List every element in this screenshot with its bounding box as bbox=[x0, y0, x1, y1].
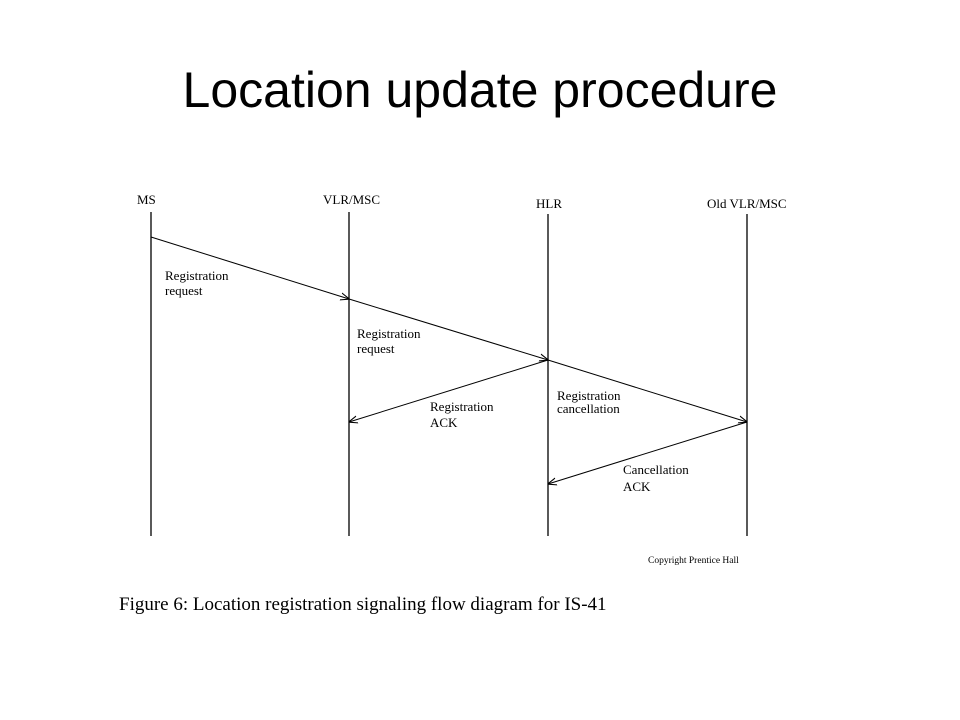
lane-label-hlr: HLR bbox=[536, 196, 562, 211]
message-arrow-cancellation-ack bbox=[548, 421, 748, 484]
message-label-registration-request-1: Registration request bbox=[165, 268, 232, 298]
figure-caption: Figure 6: Location registration signalin… bbox=[119, 594, 607, 615]
message-arrow-registration-ack bbox=[349, 359, 549, 422]
message-arrow-registration-cancellation bbox=[547, 359, 747, 422]
lane-label-old-vlr-msc: Old VLR/MSC bbox=[707, 196, 787, 211]
message-arrow-registration-request-1 bbox=[150, 236, 349, 299]
message-label-registration-ack: Registration ACK bbox=[430, 399, 497, 430]
lane-label-ms: MS bbox=[137, 192, 156, 207]
message-label-registration-cancellation: Registration cancellation bbox=[557, 388, 624, 416]
slide-title: Location update procedure bbox=[182, 62, 778, 118]
copyright-note: Copyright Prentice Hall bbox=[648, 556, 739, 566]
message-label-cancellation-ack: Cancellation ACK bbox=[623, 462, 692, 494]
message-label-registration-request-2: Registration request bbox=[357, 326, 424, 356]
message-arrow-registration-request-2 bbox=[348, 298, 548, 360]
lane-label-vlr-msc: VLR/MSC bbox=[323, 192, 380, 207]
